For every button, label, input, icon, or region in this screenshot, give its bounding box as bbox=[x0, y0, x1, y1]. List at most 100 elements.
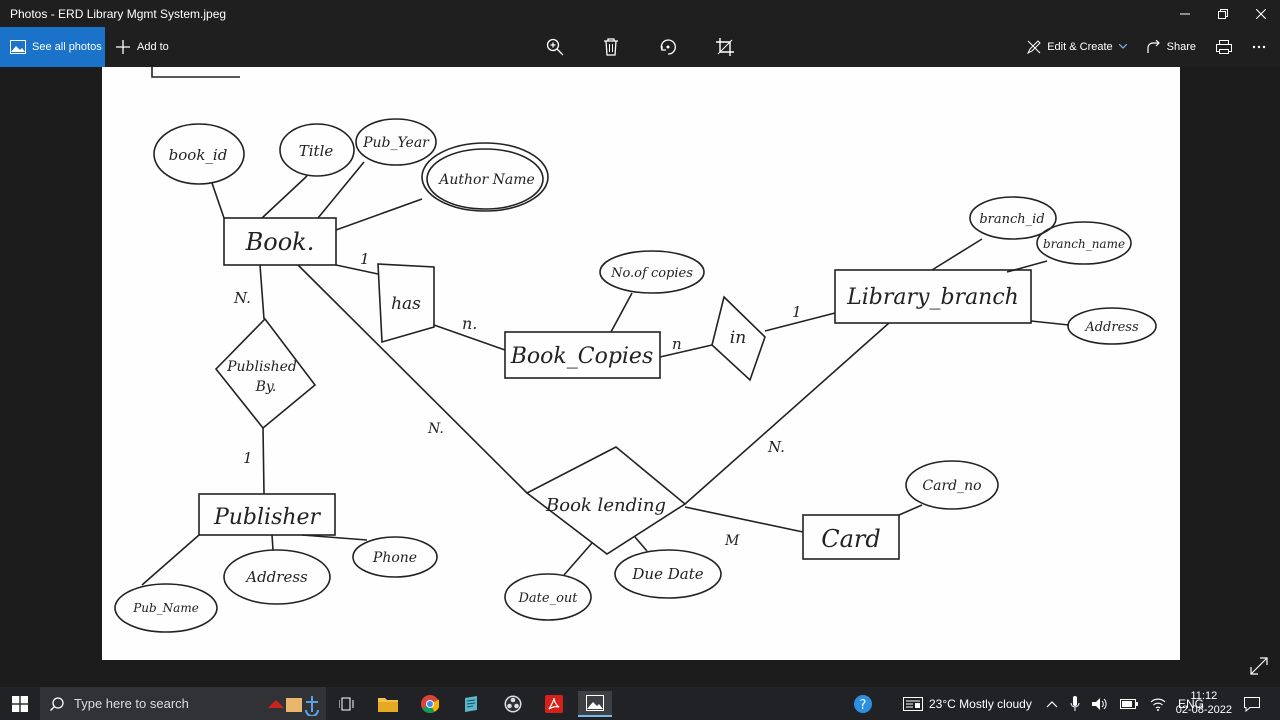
chrome-button[interactable] bbox=[413, 691, 447, 717]
add-to-label: Add to bbox=[137, 41, 169, 53]
has-relationship-shape bbox=[377, 263, 435, 344]
book-id-attribute-shape bbox=[153, 123, 245, 185]
see-all-photos-button[interactable]: See all photos bbox=[0, 27, 105, 67]
clock-time: 11:12 bbox=[1190, 690, 1218, 702]
close-button[interactable] bbox=[1242, 0, 1280, 27]
wifi-icon[interactable] bbox=[1150, 697, 1166, 711]
line-pubby-publisher bbox=[262, 427, 265, 495]
title-label: Title bbox=[299, 142, 334, 160]
branch-name-label: branch_name bbox=[1043, 237, 1125, 251]
speaker-icon[interactable] bbox=[1092, 697, 1108, 711]
help-icon: ? bbox=[854, 694, 872, 713]
pub-address-attribute-shape bbox=[223, 549, 331, 605]
edit-create-button[interactable]: Edit & Create bbox=[1017, 27, 1136, 67]
windows-logo-icon bbox=[12, 695, 28, 712]
rotate-button[interactable] bbox=[656, 35, 680, 59]
battery-icon[interactable] bbox=[1120, 698, 1138, 709]
expand-icon bbox=[1250, 657, 1268, 675]
clock-date: 02-08-2022 bbox=[1175, 704, 1232, 716]
delete-button[interactable] bbox=[599, 35, 623, 59]
photos-icon bbox=[586, 695, 604, 711]
zoom-button[interactable] bbox=[543, 35, 567, 59]
edit-icon bbox=[1027, 40, 1041, 54]
minimize-icon bbox=[1180, 13, 1190, 14]
cardinality-copies-in: n bbox=[672, 335, 682, 353]
due-date-label: Due Date bbox=[631, 565, 703, 583]
line-publisher-pubname bbox=[141, 534, 200, 586]
line-book-lending bbox=[297, 264, 528, 494]
chevron-down-icon bbox=[1118, 44, 1127, 49]
svg-text:?: ? bbox=[860, 698, 867, 713]
help-tray-button[interactable]: ? bbox=[853, 687, 873, 720]
in-relationship-label: in bbox=[730, 328, 746, 348]
see-all-photos-label: See all photos bbox=[32, 41, 102, 53]
cardinality-branch-lend: N. bbox=[767, 438, 785, 456]
microphone-icon[interactable] bbox=[1070, 695, 1080, 712]
notifications-button[interactable] bbox=[1244, 687, 1260, 720]
author-name-inner-shape bbox=[426, 148, 544, 210]
notes-icon bbox=[465, 696, 477, 712]
folder-icon bbox=[378, 698, 398, 712]
crop-button[interactable] bbox=[713, 35, 737, 59]
zoom-icon bbox=[546, 38, 564, 56]
phone-attribute-shape bbox=[352, 536, 438, 578]
show-hidden-icons-chevron-icon[interactable] bbox=[1046, 700, 1058, 708]
task-view-button[interactable] bbox=[330, 691, 364, 717]
line-branch-address bbox=[1030, 320, 1070, 326]
print-button[interactable] bbox=[1206, 27, 1242, 67]
share-icon bbox=[1147, 40, 1160, 53]
pdf-icon bbox=[545, 695, 563, 713]
card-entity-box bbox=[802, 514, 900, 560]
cardinality-book-pub: N. bbox=[233, 289, 251, 307]
author-name-label: Author Name bbox=[437, 172, 535, 188]
more-options-button[interactable] bbox=[1242, 27, 1280, 67]
line-lending-card bbox=[684, 506, 804, 533]
card-no-label: Card_no bbox=[922, 478, 981, 494]
print-icon bbox=[1216, 40, 1232, 54]
notification-icon bbox=[1244, 696, 1260, 712]
phone-label: Phone bbox=[372, 550, 417, 566]
clock[interactable]: 11:12 02-08-2022 bbox=[1176, 689, 1232, 717]
weather-widget[interactable]: 23°C Mostly cloudy bbox=[903, 687, 1032, 720]
obs-button[interactable] bbox=[496, 691, 530, 717]
close-icon bbox=[1256, 8, 1266, 19]
start-button[interactable] bbox=[0, 687, 40, 720]
book-entity-box bbox=[223, 217, 337, 266]
date-out-label: Date_out bbox=[517, 591, 578, 606]
chrome-icon bbox=[421, 695, 439, 713]
maximize-button[interactable] bbox=[1204, 0, 1242, 27]
taskbar-search-box[interactable]: Type here to search bbox=[40, 687, 326, 720]
book-lending-relationship-shape bbox=[525, 446, 687, 555]
card-no-attribute-shape bbox=[905, 460, 999, 510]
search-highlight-icon bbox=[268, 695, 319, 716]
notes-app-button[interactable] bbox=[454, 691, 488, 717]
erd-photo[interactable]: Book. Book_Copies Library_branch Publish… bbox=[102, 67, 1180, 660]
image-viewer: Book. Book_Copies Library_branch Publish… bbox=[0, 67, 1280, 687]
share-button[interactable]: Share bbox=[1137, 27, 1206, 67]
cardinality-book-has: 1 bbox=[360, 250, 370, 268]
language-indicator[interactable]: ENG bbox=[1178, 696, 1205, 711]
taskbar: Type here to search ? 23°C Mostly cloudy… bbox=[0, 687, 1280, 720]
weather-news-icon bbox=[903, 696, 923, 711]
line-book-has bbox=[335, 264, 379, 275]
book-entity-label: Book. bbox=[245, 228, 315, 256]
line-card-cardno bbox=[898, 504, 923, 516]
system-tray: ENG bbox=[1046, 687, 1204, 720]
publisher-entity-label: Publisher bbox=[213, 505, 322, 530]
cardinality-in-branch: 1 bbox=[792, 303, 802, 321]
minimize-button[interactable] bbox=[1166, 0, 1204, 27]
line-branch-id bbox=[931, 238, 983, 271]
file-explorer-button[interactable] bbox=[371, 691, 405, 717]
branch-id-label: branch_id bbox=[979, 212, 1044, 227]
acrobat-button[interactable] bbox=[537, 691, 571, 717]
published-by-label-line2: By. bbox=[255, 379, 277, 395]
line-copies-nocopies bbox=[610, 292, 633, 333]
photos-app-button[interactable] bbox=[578, 691, 612, 717]
line-lending-branch bbox=[684, 322, 890, 505]
line-book-pubby bbox=[259, 264, 265, 320]
title-attribute-shape bbox=[279, 123, 355, 177]
search-placeholder: Type here to search bbox=[74, 696, 189, 711]
expand-button[interactable] bbox=[1250, 657, 1270, 677]
branch-address-label: Address bbox=[1084, 320, 1139, 335]
add-to-button[interactable]: Add to bbox=[116, 27, 169, 67]
